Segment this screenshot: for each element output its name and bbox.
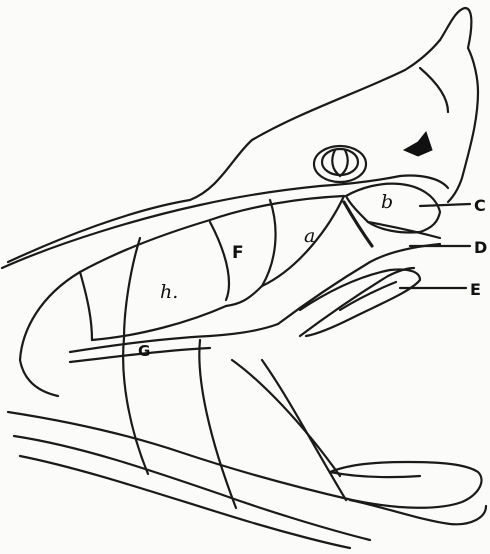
- label-C: C: [474, 196, 486, 215]
- snout-inner-line: [420, 68, 448, 112]
- head-plate-line: [200, 176, 448, 206]
- head-upper-outline-2: [2, 205, 200, 268]
- eye-pupil: [332, 150, 340, 176]
- nostril-mark: [404, 132, 432, 156]
- throat-outer: [20, 272, 80, 396]
- lower-jaw-2: [330, 472, 420, 477]
- throat-skin-2: [20, 456, 350, 548]
- snout-tip: [440, 8, 478, 202]
- label-a: a: [304, 225, 315, 247]
- label-F: F: [232, 243, 244, 263]
- region-h-bottom: [92, 306, 226, 340]
- mandible-line-2: [300, 268, 414, 336]
- label-h: h.: [160, 281, 178, 303]
- label-D: D: [474, 238, 487, 257]
- pterygoid-line: [300, 269, 420, 336]
- pointer-C: [420, 204, 470, 206]
- region-h-mid: [124, 238, 140, 338]
- region-b-lower: [368, 222, 440, 238]
- neck-curve-3: [232, 360, 340, 476]
- label-G: G: [138, 342, 150, 360]
- head-upper-outline: [8, 40, 440, 262]
- lower-jaw-outline: [8, 412, 481, 508]
- region-a-bottom: [210, 222, 229, 300]
- region-h-left: [80, 272, 92, 340]
- fang-rod: [344, 202, 372, 246]
- neck-curve-2: [199, 340, 236, 508]
- eye-pupil-2: [340, 150, 348, 176]
- spur: [340, 282, 396, 310]
- band-G-upper: [70, 324, 278, 352]
- label-b: b: [381, 191, 393, 213]
- label-E: E: [470, 280, 481, 299]
- eye-inner: [322, 149, 358, 175]
